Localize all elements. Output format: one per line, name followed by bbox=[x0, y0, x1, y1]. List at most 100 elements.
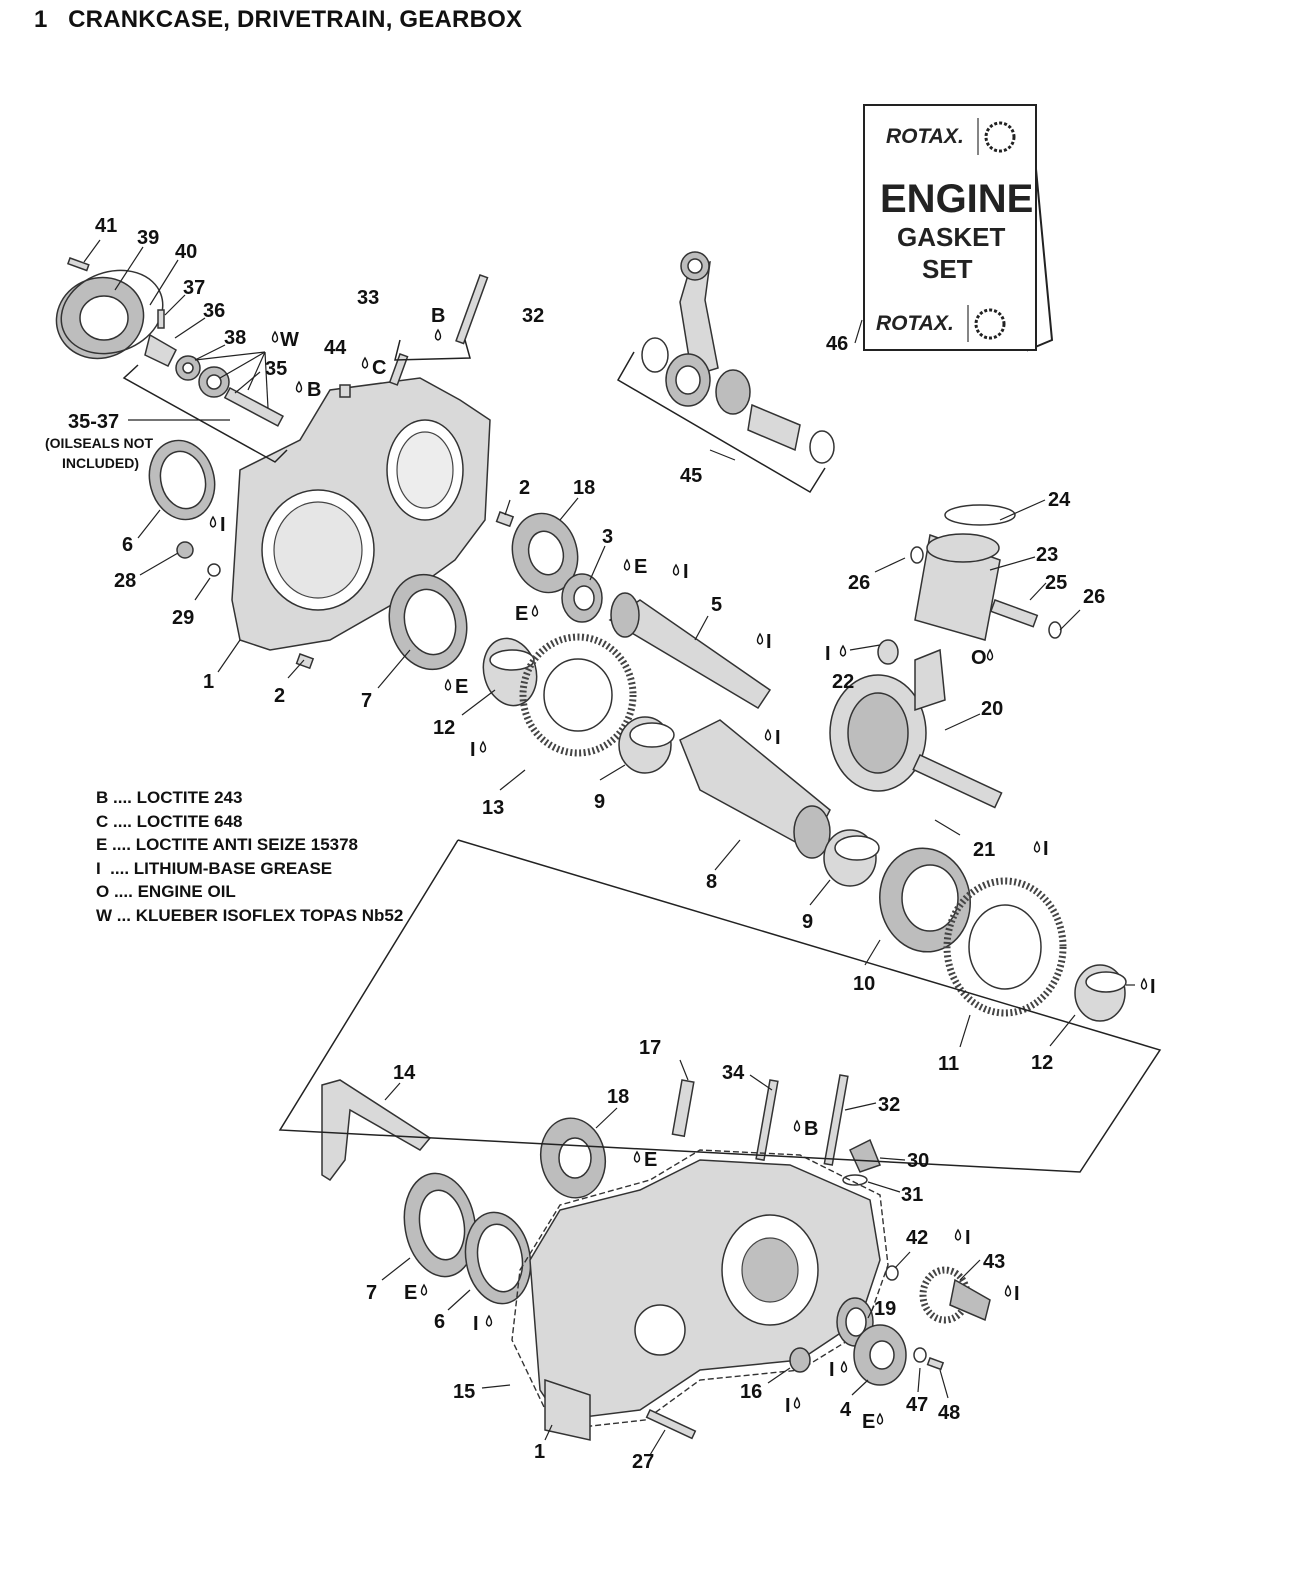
callout-30: 30 bbox=[907, 1150, 929, 1172]
callout-1-lower: 1 bbox=[534, 1441, 545, 1463]
callout-48: 48 bbox=[938, 1402, 960, 1424]
callout-2-lower: 2 bbox=[274, 685, 285, 707]
callout-7-lower: 7 bbox=[366, 1282, 377, 1304]
callout-44: 44 bbox=[324, 337, 347, 359]
svg-text:INCLUDED): INCLUDED) bbox=[62, 455, 139, 471]
callout-4: 4 bbox=[840, 1399, 852, 1421]
drop-icon bbox=[479, 740, 487, 753]
callout-42: 42 bbox=[906, 1227, 928, 1249]
callout-18-lower: 18 bbox=[607, 1086, 629, 1108]
brp-gear-icon bbox=[974, 308, 1006, 340]
crankcase-half-upper bbox=[231, 274, 515, 670]
gasket-card-gasket: GASKET bbox=[897, 222, 1005, 252]
callout-c: C bbox=[372, 357, 386, 379]
piston-and-crankshaft bbox=[829, 504, 1062, 809]
callout-e-7-lower: E bbox=[404, 1282, 417, 1304]
drop-icon bbox=[209, 515, 217, 528]
callout-34: 34 bbox=[722, 1062, 745, 1084]
drop-icon bbox=[485, 1314, 493, 1327]
drop-icon bbox=[840, 1360, 848, 1373]
drop-icon bbox=[954, 1228, 962, 1241]
callout-i-8: I bbox=[775, 727, 781, 749]
callout-i-16: I bbox=[785, 1395, 791, 1417]
connecting-rod-kit bbox=[641, 251, 835, 464]
callout-22: 22 bbox=[832, 671, 854, 693]
callout-15: 15 bbox=[453, 1381, 475, 1403]
drop-icon bbox=[1140, 977, 1148, 990]
callout-31: 31 bbox=[901, 1184, 923, 1206]
callout-32-top: 32 bbox=[522, 305, 544, 327]
callout-25: 25 bbox=[1045, 572, 1067, 594]
drop-icon bbox=[793, 1119, 801, 1132]
callout-38: 38 bbox=[224, 327, 246, 349]
callout-47: 47 bbox=[906, 1394, 928, 1416]
callout-i-42: I bbox=[965, 1227, 971, 1249]
callout-i-11: I bbox=[1043, 838, 1049, 860]
brp-gear-icon bbox=[984, 121, 1016, 153]
callout-6-upper: 6 bbox=[122, 534, 133, 556]
callout-7-upper: 7 bbox=[361, 690, 372, 712]
callout-i-6-lower: I bbox=[473, 1313, 479, 1335]
drop-icon bbox=[756, 632, 764, 645]
drop-icon bbox=[420, 1283, 428, 1296]
callout-1-upper: 1 bbox=[203, 671, 214, 693]
oil-seal-6-upper bbox=[148, 439, 221, 577]
callout-12-right: 12 bbox=[1031, 1052, 1053, 1074]
water-pump-group bbox=[55, 257, 284, 427]
legend-row: I .... LITHIUM-BASE GREASE bbox=[96, 858, 333, 878]
drop-icon bbox=[295, 380, 303, 393]
callout-i-19: I bbox=[829, 1359, 835, 1381]
drop-icon bbox=[986, 648, 994, 661]
legend-row: C .... LOCTITE 648 bbox=[96, 811, 243, 831]
legend-row: W ... KLUEBER ISOFLEX TOPAS Nb52 bbox=[96, 905, 404, 925]
callout-35-37: 35-37 bbox=[68, 411, 119, 433]
callout-i-22: I bbox=[825, 643, 831, 665]
callout-2-upper: 2 bbox=[519, 477, 530, 499]
callout-43: 43 bbox=[983, 1251, 1005, 1273]
engine-gasket-set-card: ROTAX. ENGINE GASKET SET ROTAX. bbox=[863, 104, 1054, 352]
callout-b-shaft: B bbox=[307, 379, 321, 401]
drop-icon bbox=[672, 563, 680, 576]
gasket-card-engine: ENGINE bbox=[880, 177, 1033, 221]
callout-41: 41 bbox=[95, 215, 117, 237]
callout-labels: 41 39 40 37 36 38 35 W 33 B 32 44 C B 35… bbox=[68, 215, 1156, 1473]
callout-28: 28 bbox=[114, 570, 136, 592]
callout-i-12-right: I bbox=[1150, 976, 1156, 998]
legend-row: B .... LOCTITE 243 bbox=[96, 788, 243, 807]
callout-6-lower: 6 bbox=[434, 1311, 445, 1333]
callout-16: 16 bbox=[740, 1381, 762, 1403]
callout-e-18: E bbox=[515, 603, 528, 625]
callout-26-right: 26 bbox=[1083, 586, 1105, 608]
drop-icon bbox=[531, 604, 539, 617]
drop-icon bbox=[271, 330, 279, 343]
lubricant-drop-icons bbox=[209, 328, 1148, 1425]
callout-10: 10 bbox=[853, 973, 875, 995]
drop-icon bbox=[361, 356, 369, 369]
callout-w: W bbox=[280, 329, 299, 351]
drop-icon bbox=[876, 1412, 884, 1425]
callout-40: 40 bbox=[175, 241, 197, 263]
callout-i-5: I bbox=[683, 561, 689, 583]
callout-e-7: E bbox=[455, 676, 468, 698]
callout-9-right: 9 bbox=[802, 911, 813, 933]
legend-row: E .... LOCTITE ANTI SEIZE 15378 bbox=[96, 835, 359, 854]
callout-21: 21 bbox=[973, 839, 995, 861]
callout-20: 20 bbox=[981, 698, 1003, 720]
callout-45: 45 bbox=[680, 465, 702, 487]
callout-9-left: 9 bbox=[594, 791, 605, 813]
drop-icon bbox=[793, 1396, 801, 1409]
rotax-logo-bottom: ROTAX. bbox=[876, 312, 954, 335]
callout-39: 39 bbox=[137, 227, 159, 249]
callout-19: 19 bbox=[874, 1298, 896, 1320]
callout-12-upper: 12 bbox=[433, 717, 455, 739]
oilseals-note: (OILSEALS NOT INCLUDED) bbox=[45, 435, 154, 471]
callout-11: 11 bbox=[938, 1053, 959, 1075]
lubricant-legend: B .... LOCTITE 243 C .... LOCTITE 648 E … bbox=[96, 786, 403, 927]
drop-icon bbox=[444, 678, 452, 691]
gasket-card-set: SET bbox=[922, 254, 973, 284]
callout-o: O bbox=[971, 647, 987, 669]
rotax-logo-top: ROTAX. bbox=[886, 125, 964, 148]
drop-icon bbox=[764, 728, 772, 741]
leader-lines bbox=[83, 239, 1135, 1456]
